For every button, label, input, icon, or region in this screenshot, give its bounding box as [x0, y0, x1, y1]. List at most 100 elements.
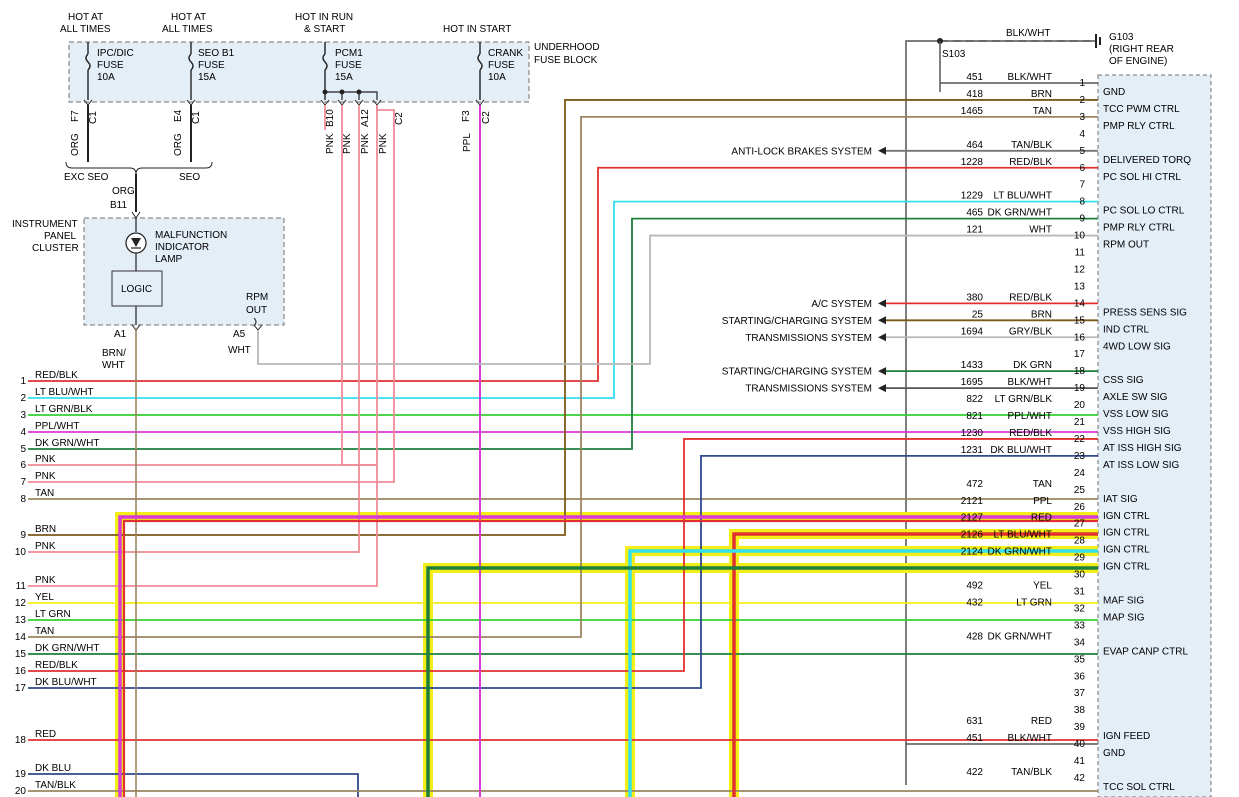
- pcm-wire-color: TAN: [1033, 479, 1052, 490]
- pcm-pin-number: 38: [1074, 705, 1086, 716]
- pcm-pin-function: IGN CTRL: [1103, 545, 1150, 556]
- exc-seo-label: EXC SEO: [64, 172, 109, 183]
- pcm-circuit-number: 1229: [961, 191, 984, 202]
- pcm-circuit-number: 464: [966, 140, 983, 151]
- splice-dot: [339, 89, 345, 95]
- pcm-pin-function: IND CTRL: [1103, 324, 1150, 335]
- pcm-wire-color: WHT: [1029, 225, 1052, 236]
- b11-label: B11: [110, 200, 127, 211]
- pin-label: C2: [394, 112, 405, 125]
- system-label: STARTING/CHARGING SYSTEM: [722, 316, 872, 327]
- wire-red-blk-1230: [28, 438, 1098, 672]
- pcm-circuit-number: 121: [966, 225, 983, 236]
- pcm-pin-number: 15: [1074, 315, 1086, 326]
- pcm-circuit-number: 465: [966, 208, 983, 219]
- pcm-pin-function: IGN CTRL: [1103, 528, 1150, 539]
- pcm-pin-number: 3: [1079, 112, 1085, 123]
- system-label: A/C SYSTEM: [811, 299, 872, 310]
- fuse-symbol: [188, 53, 194, 71]
- pcm-pin-function: VSS LOW SIG: [1103, 409, 1169, 420]
- pin-label: C1: [88, 111, 99, 124]
- left-wire-number: 2: [20, 393, 26, 404]
- left-wire-number: 8: [20, 494, 26, 505]
- mil-label: INDICATOR: [155, 242, 209, 253]
- pcm-circuit-number: 432: [966, 597, 983, 608]
- pcm-pin-number: 1: [1079, 78, 1085, 89]
- pcm-wire-color: BLK/WHT: [1008, 72, 1052, 83]
- left-wire-number: 1: [20, 376, 26, 387]
- pcm-pin-function: VSS HIGH SIG: [1103, 426, 1171, 437]
- left-wire-label: PPL/WHT: [35, 421, 79, 432]
- left-wire-number: 10: [15, 547, 27, 558]
- left-wire-number: 9: [20, 530, 26, 541]
- pcm-circuit-number: 822: [966, 394, 983, 405]
- pcm-circuit-number: 428: [966, 631, 983, 642]
- fuse-label: 15A: [198, 72, 216, 83]
- pcm-wire-color: PPL/WHT: [1008, 411, 1052, 422]
- pin-label: C1: [191, 111, 202, 124]
- fuse-label: FUSE: [488, 60, 515, 71]
- ground-wire: [905, 40, 1095, 785]
- pcm-pin-function: RPM OUT: [1103, 240, 1149, 251]
- left-wire-number: 6: [20, 460, 26, 471]
- left-wire-label: DK BLU: [35, 763, 71, 774]
- pcm-pin-number: 28: [1074, 536, 1086, 547]
- pcm-pin-function: TCC PWM CTRL: [1103, 104, 1180, 115]
- pcm-wire-color: RED/BLK: [1009, 292, 1052, 303]
- wire-pnk: [28, 465, 378, 587]
- pcm-circuit-number: 1433: [961, 360, 984, 371]
- wire-color-label: PPL: [462, 133, 473, 152]
- pcm-circuit-number: 492: [966, 581, 983, 592]
- left-wire-label: DK GRN/WHT: [35, 643, 99, 654]
- pcm-pin-function: GND: [1103, 748, 1125, 759]
- wire-dk-grn-wht-465: [28, 217, 1098, 450]
- left-wire-label: TAN: [35, 488, 54, 499]
- pcm-wire-color: PPL: [1033, 496, 1052, 507]
- left-wire-label: LT BLU/WHT: [35, 387, 94, 398]
- splice-dot: [356, 89, 362, 95]
- left-wire-number: 17: [15, 683, 27, 694]
- fuse-symbol: [85, 53, 91, 71]
- pcm-wire-color: BLK/WHT: [1008, 377, 1052, 388]
- rpm-out-label: OUT: [246, 305, 267, 316]
- pin-label: B10: [325, 109, 336, 127]
- pin-label: F7: [70, 110, 81, 122]
- pcm-circuit-number: 1230: [961, 428, 984, 439]
- pcm-wire-color: YEL: [1033, 581, 1052, 592]
- pcm-pin-function: AT ISS LOW SIG: [1103, 460, 1180, 471]
- pcm-pin-number: 12: [1074, 264, 1086, 275]
- pcm-circuit-number: 1228: [961, 157, 984, 168]
- left-wire-label: RED/BLK: [35, 660, 78, 671]
- pin-a5-label: A5: [233, 329, 246, 340]
- fuse-block-label: UNDERHOOD: [534, 42, 600, 53]
- pcm-wire-color: TAN: [1033, 106, 1052, 117]
- connector-chevron: [253, 324, 263, 331]
- left-wire-number: 15: [15, 649, 27, 660]
- pcm-circuit-number: 451: [966, 733, 983, 744]
- cluster-label: CLUSTER: [32, 243, 79, 254]
- wire-color-label: ORG: [70, 133, 81, 156]
- pcm-connector-box: [1097, 74, 1212, 797]
- left-wire-label: TAN/BLK: [35, 780, 76, 791]
- left-wire-number: 12: [15, 598, 27, 609]
- system-label: TRANSMISSIONS SYSTEM: [745, 333, 872, 344]
- pcm-pin-function: GND: [1103, 87, 1125, 98]
- pcm-circuit-number: 25: [972, 309, 984, 320]
- system-label: STARTING/CHARGING SYSTEM: [722, 367, 872, 378]
- pcm-pin-number: 7: [1079, 180, 1085, 191]
- pin-label: E4: [173, 109, 184, 122]
- pcm-wire-color: DK BLU/WHT: [990, 445, 1052, 456]
- system-arrow-icon: [878, 299, 886, 308]
- pcm-pin-number: 21: [1074, 417, 1086, 428]
- pcm-pin-number: 35: [1074, 654, 1086, 665]
- pcm-wire-color: RED/BLK: [1009, 157, 1052, 168]
- pcm-pin-number: 27: [1074, 519, 1086, 530]
- pcm-wire-color: TAN/BLK: [1011, 767, 1052, 778]
- pcm-wire-color: RED: [1031, 513, 1052, 524]
- pcm-pin-number: 11: [1075, 248, 1086, 259]
- left-wire-label: PNK: [35, 454, 56, 465]
- left-wire-label: RED/BLK: [35, 370, 78, 381]
- logic-box: [111, 270, 163, 307]
- harness-highlight: [729, 529, 1098, 797]
- pcm-pin-number: 34: [1074, 637, 1086, 648]
